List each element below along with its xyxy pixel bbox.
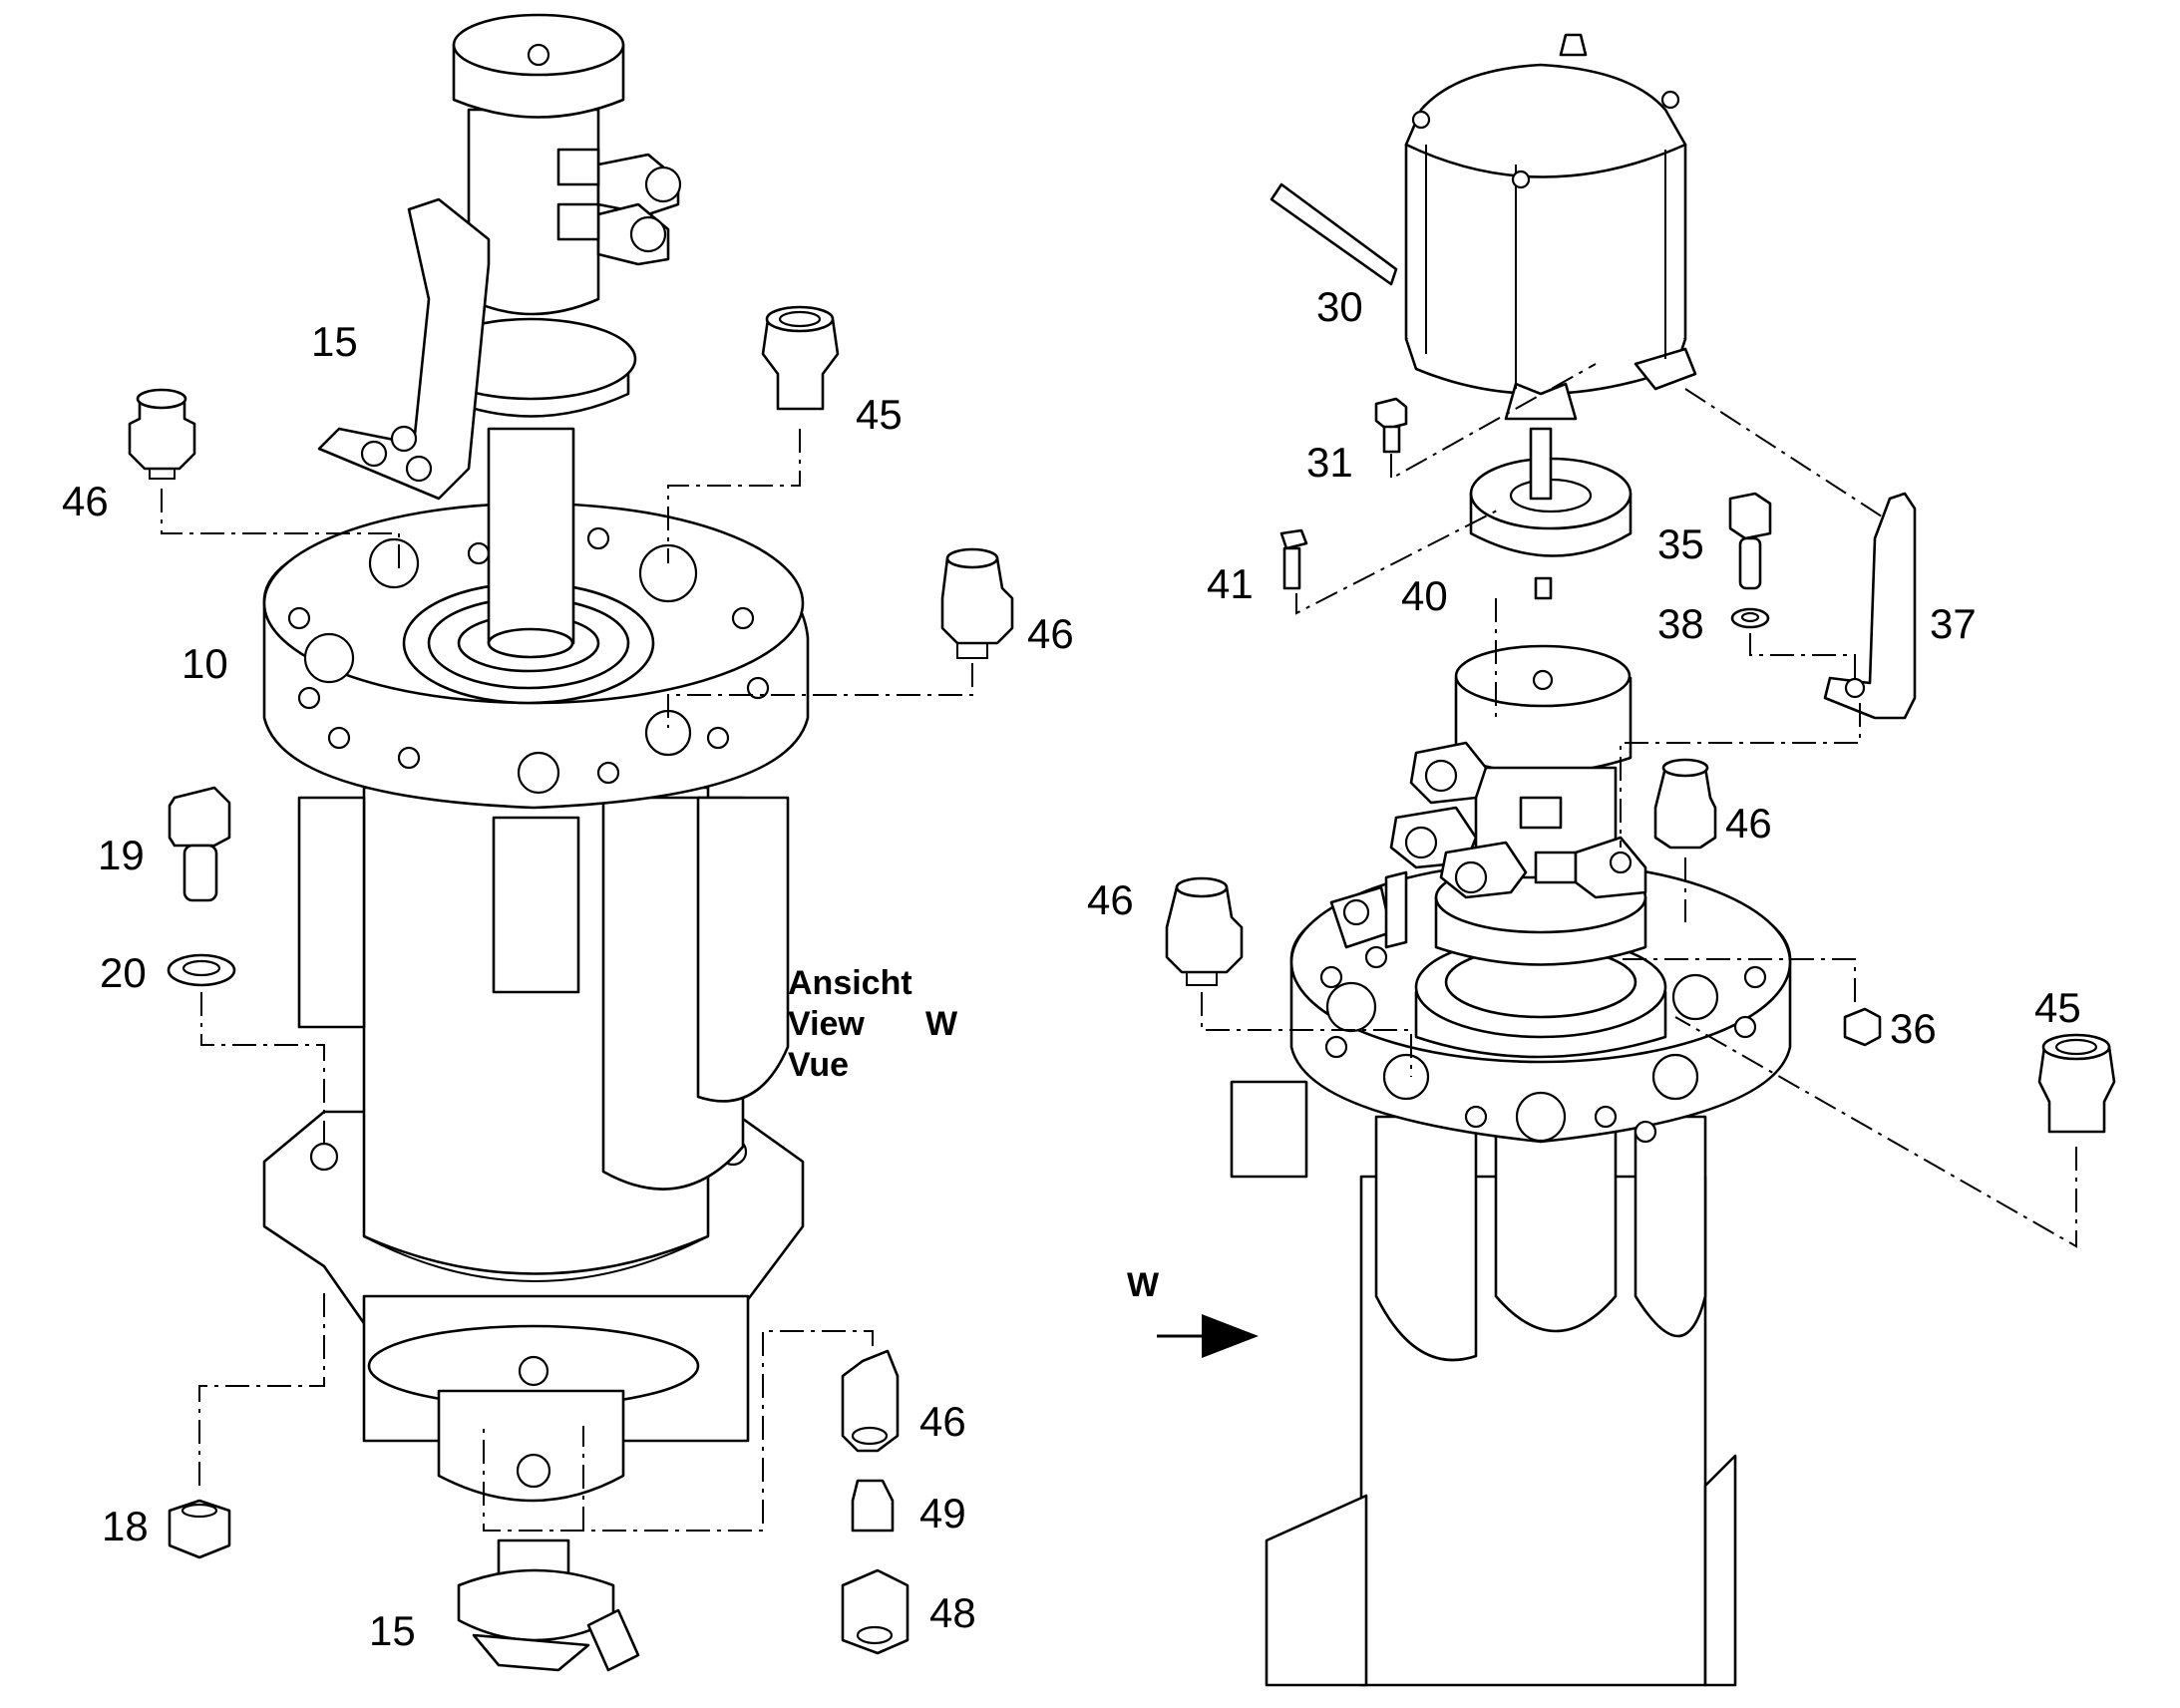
bolt-35 [1728,492,1772,590]
coupling-40 [1469,427,1633,600]
fitting-46-right-left [1165,876,1244,986]
view-arrow-w [1157,1314,1259,1358]
callout-19: 19 [98,832,145,878]
nut-18 [168,1499,231,1559]
callout-10: 10 [182,640,228,687]
callout-36: 36 [1890,1005,1937,1052]
fitting-46-lower [841,1349,900,1453]
right-hub [1329,644,1667,1059]
callout-49: 49 [919,1490,966,1537]
fitting-45-right [2037,1033,2116,1134]
callout-46-right-top: 46 [1725,800,1772,847]
right-leader-lines [1201,363,2077,1248]
callout-37: 37 [1930,600,1977,647]
part-48 [841,1568,909,1655]
part-49 [851,1479,895,1533]
view-note-ansicht: Ansicht [788,964,912,1002]
callout-38: 38 [1657,600,1704,647]
callout-46-left: 46 [62,478,109,524]
view-arrow-label: W [1127,1266,1160,1304]
callout-45-top: 45 [856,391,903,438]
view-note-letter: W [925,1005,958,1043]
callout-31: 31 [1306,439,1353,486]
right-lower-body [1230,1080,1737,1687]
callout-20: 20 [100,949,147,996]
view-note-vue: Vue [788,1046,849,1084]
fitting-46-left [128,388,196,480]
callout-45-right: 45 [2034,984,2081,1031]
actuator-30 [1270,33,1697,421]
nut-36 [1843,1007,1882,1047]
callout-46-right-left: 46 [1087,876,1134,923]
left-upper-spindle [317,13,682,659]
callout-40: 40 [1401,572,1448,619]
view-note-view: View [788,1005,865,1043]
fitting-45-top [761,305,840,411]
callout-48: 48 [929,1589,976,1636]
washer-20 [167,953,236,987]
callout-15-top: 15 [311,318,358,365]
callout-30: 30 [1316,283,1363,330]
callout-46-mid: 46 [1027,610,1074,657]
washer-38 [1730,607,1770,629]
fitting-46-mid [940,547,1014,659]
left-assembly [128,13,1014,1672]
screw-31 [1374,397,1408,454]
fitting-46-right-top [1653,758,1717,850]
callout-41: 41 [1207,560,1254,607]
left-main-column [297,786,790,1282]
left-leader-lines [161,429,973,1532]
callout-labels: 15 46 45 10 46 19 20 18 15 46 49 48 30 3… [62,283,2081,1654]
callout-46-lower: 46 [919,1398,966,1445]
left-lower-spindle [437,1389,640,1672]
callout-18: 18 [102,1503,149,1549]
bolt-19 [168,786,231,902]
callout-35: 35 [1657,520,1704,567]
screw-41 [1279,528,1308,590]
right-assembly [1157,33,2116,1687]
callout-15-bottom: 15 [369,1607,416,1654]
lever-37 [1823,492,1917,720]
